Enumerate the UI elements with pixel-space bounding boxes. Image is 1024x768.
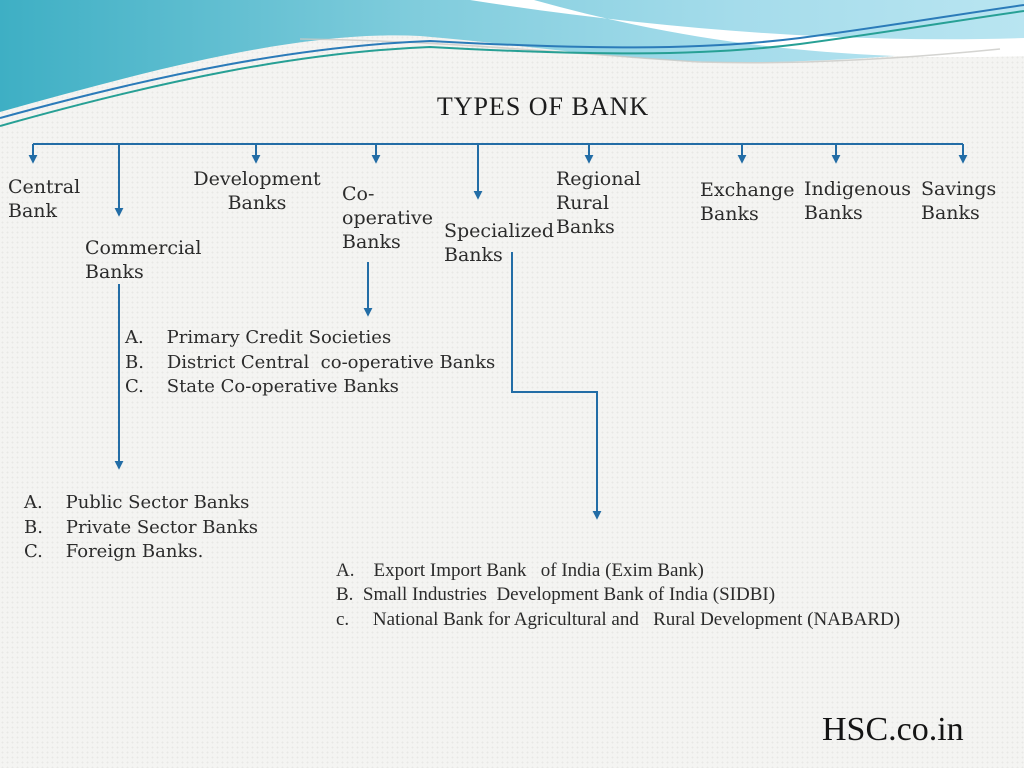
connector-specialized-elbow (511, 252, 602, 520)
list-item: A. Primary Credit Societies (125, 327, 392, 348)
wave-accent-line-green (0, 10, 1024, 127)
list-item: B. Small Industries Development Bank of … (336, 584, 776, 606)
wave-header-decoration (0, 0, 1024, 160)
list-item: B. District Central co-operative Banks (125, 351, 496, 373)
branch-label-central-bank: Central Bank (8, 176, 81, 223)
page-title: TYPES OF BANK (436, 92, 650, 121)
branch-label-indigenous-banks: Indigenous Banks (804, 178, 912, 225)
branch-label-commercial-banks: Commercial Banks (85, 237, 202, 284)
list-item: c. National Bank for Agricultural and Ru… (336, 608, 901, 630)
commercial-banks-sublist: A. Public Sector Banks B. Private Sector… (24, 491, 258, 565)
wave-gray-line (299, 38, 1001, 64)
wave-accent-line-blue (0, 4, 1024, 119)
wave-band (0, 0, 1024, 112)
list-item: B. Private Sector Banks (24, 516, 258, 538)
branch-label-savings-banks: Savings Banks (921, 178, 997, 225)
branch-label-cooperative-banks: Co-operative Banks (342, 183, 433, 254)
list-item: C. Foreign Banks. (24, 541, 204, 562)
list-item: A. Public Sector Banks (24, 492, 250, 513)
list-item: A. Export Import Bank of India (Exim Ban… (336, 560, 704, 581)
specialized-banks-sublist: A. Export Import Bank of India (Exim Ban… (336, 559, 900, 632)
wave-white-ribbon (448, 0, 1024, 58)
list-item: C. State Co-operative Banks (125, 376, 399, 397)
wave-graphic (0, 0, 1024, 127)
branch-label-exchange-banks: Exchange Banks (700, 179, 795, 226)
branch-label-development-banks: Development Banks (193, 168, 321, 215)
branch-label-regional-rural-banks: Regional Rural Banks (556, 168, 641, 239)
watermark-text: HSC.co.in (822, 711, 964, 748)
branch-label-specialized-banks: Specialized Banks (444, 220, 555, 267)
cooperative-banks-sublist: A. Primary Credit Societies B. District … (125, 326, 495, 400)
